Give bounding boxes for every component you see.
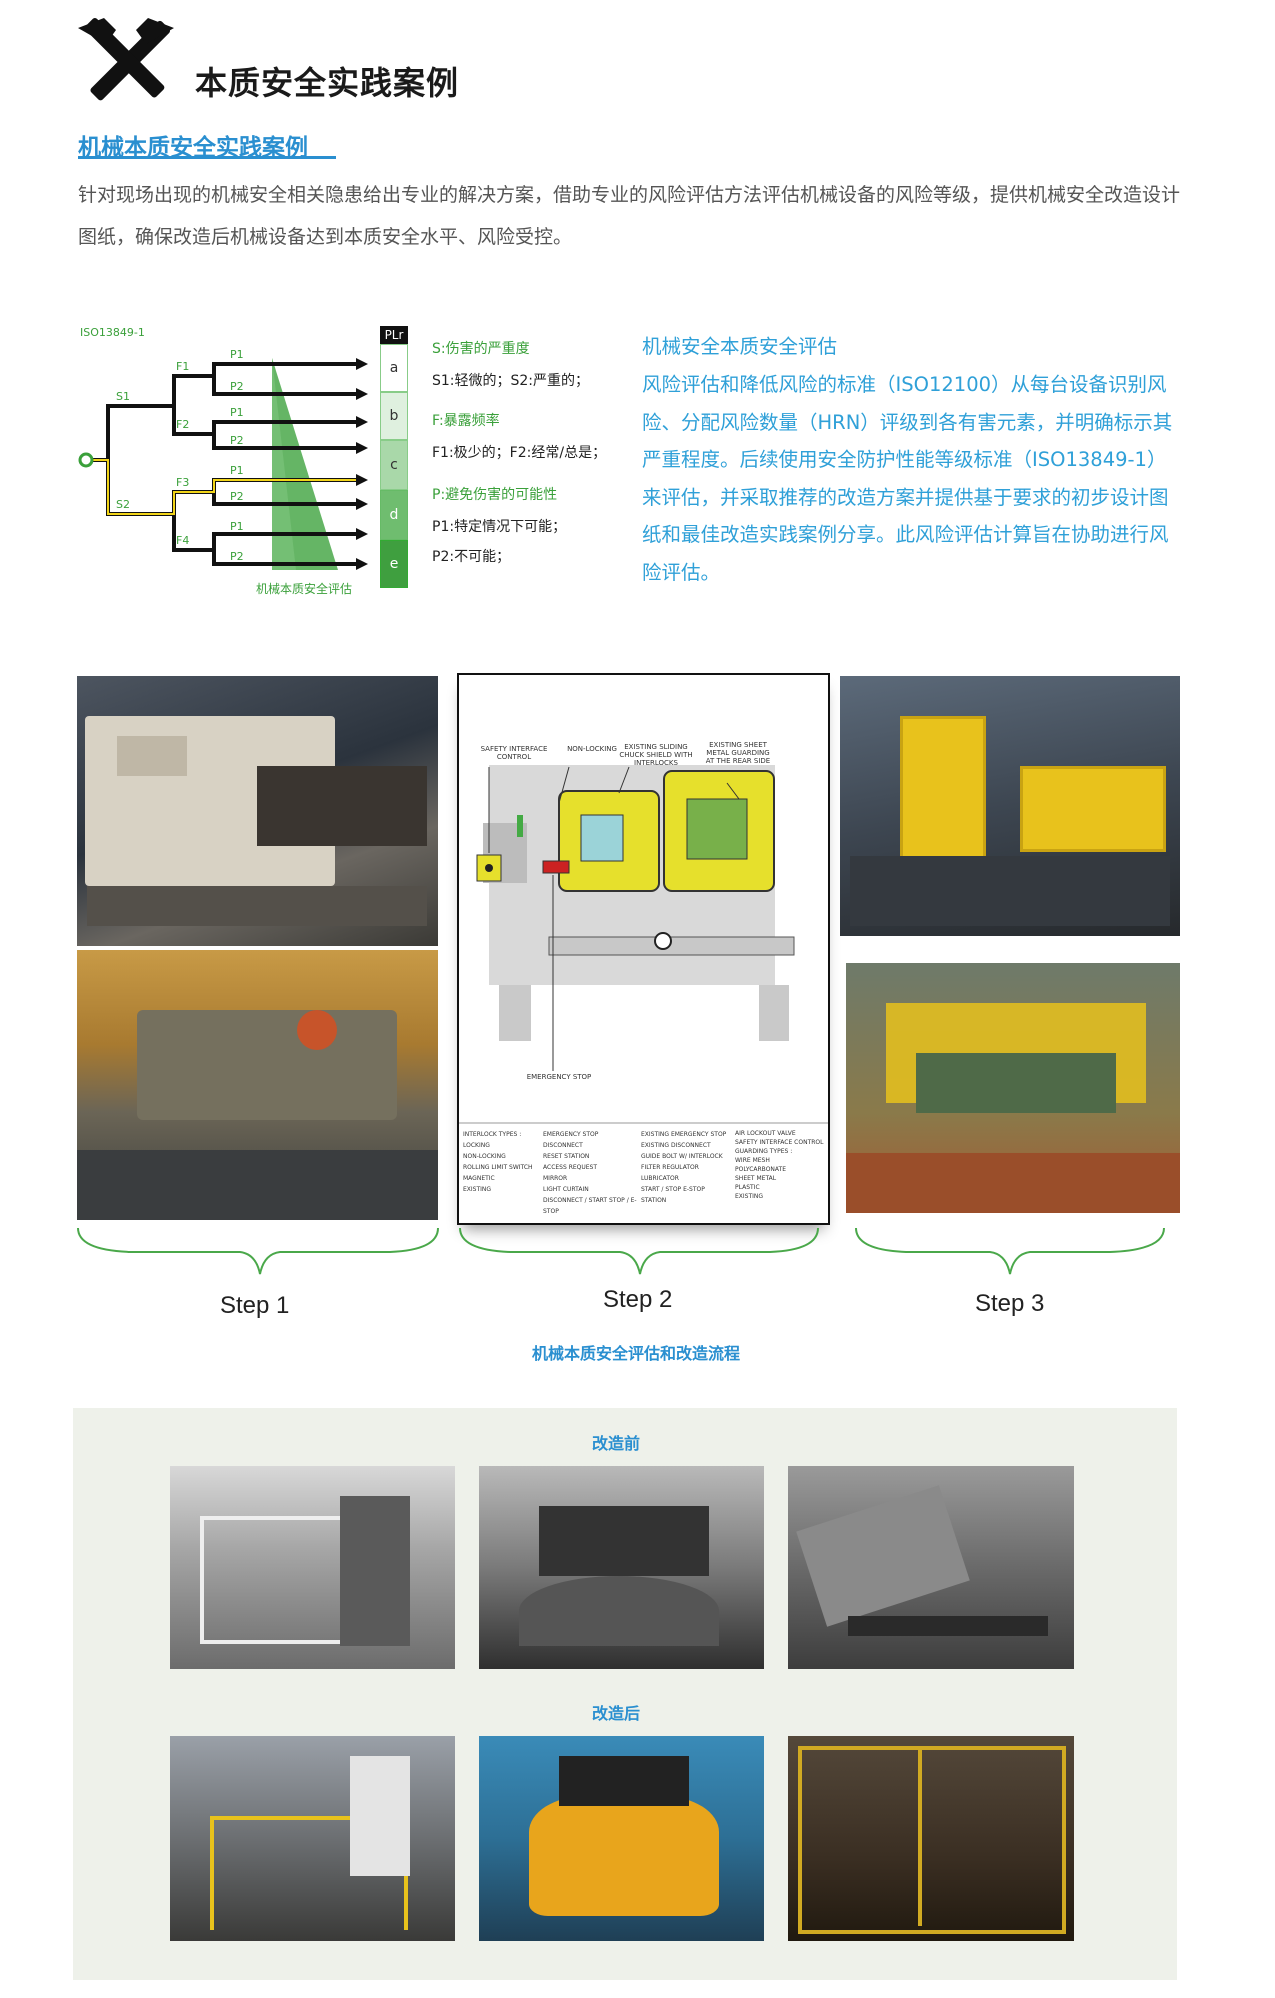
step3-guarded-lathe-photo-bottom xyxy=(846,963,1180,1213)
step3-guarded-lathe-photo-top xyxy=(840,676,1180,936)
p-label: P1 xyxy=(230,348,244,361)
step-2-label: Step 2 xyxy=(603,1286,673,1313)
legend-f-title: F:暴露频率 xyxy=(432,413,500,429)
step2-drawing-frame: SAFETY INTERFACE CONTROL NON-LOCKING EXI… xyxy=(457,673,830,1225)
callout-safety-interface: SAFETY INTERFACE CONTROL xyxy=(480,745,548,761)
p-label: P2 xyxy=(230,380,244,393)
page-title: 本质安全实践案例 xyxy=(195,64,460,102)
step-1-label: Step 1 xyxy=(220,1292,290,1319)
standard-label: ISO13849-1 xyxy=(80,326,145,339)
plr-level-b: b xyxy=(380,392,408,440)
after-photo-1 xyxy=(170,1736,455,1941)
step1-lathe-photo-bottom xyxy=(77,950,438,1220)
drawing-legend-col3: EXISTING EMERGENCY STOP EXISTING DISCONN… xyxy=(641,1131,727,1204)
f2-label: F2 xyxy=(176,418,190,431)
plr-column: PLr a b c d e xyxy=(380,326,408,588)
callout-emergency-stop: EMERGENCY STOP xyxy=(526,1073,592,1081)
callout-sheet-metal: EXISTING SHEET METAL GUARDING AT THE REA… xyxy=(705,741,771,765)
plr-level-e: e xyxy=(380,540,408,588)
process-caption: 机械本质安全评估和改造流程 xyxy=(532,1344,741,1363)
section-underline xyxy=(78,156,336,159)
p-label: P2 xyxy=(230,490,244,503)
p-label: P1 xyxy=(230,406,244,419)
f4-label: F4 xyxy=(176,534,190,547)
after-label: 改造后 xyxy=(592,1704,641,1723)
p-label: P1 xyxy=(230,520,244,533)
before-label: 改造前 xyxy=(592,1434,641,1453)
legend-f-values: F1:极少的；F2:经常/总是； xyxy=(432,445,607,461)
legend-p2: P2:不可能； xyxy=(432,549,511,565)
legend-s-values: S1:轻微的；S2:严重的； xyxy=(432,373,590,389)
callout-non-locking: NON-LOCKING xyxy=(567,745,617,753)
after-photo-3 xyxy=(788,1736,1074,1941)
assessment-body: 风险评估和降低风险的标准（ISO12100）从每台设备识别风险、分配风险数量（H… xyxy=(642,373,1173,584)
p-label: P2 xyxy=(230,550,244,563)
plr-level-a: a xyxy=(380,344,408,392)
drawing-legend-col1: INTERLOCK TYPES : LOCKING NON-LOCKING RO… xyxy=(463,1131,533,1193)
callout-chuck-shield: EXISTING SLIDING CHUCK SHIELD WITH INTER… xyxy=(619,743,693,767)
before-photo-3 xyxy=(788,1466,1074,1669)
legend-s-title: S:伤害的严重度 xyxy=(432,341,530,357)
risk-graph: ISO13849-1 xyxy=(76,318,416,608)
legend-p-title: P:避免伤害的可能性 xyxy=(432,487,558,503)
f3-label: F3 xyxy=(176,476,190,489)
p-label: P1 xyxy=(230,464,244,477)
step-braces xyxy=(77,1228,1165,1275)
step-3-label: Step 3 xyxy=(975,1290,1045,1317)
f1-label: F1 xyxy=(176,360,190,373)
wedge-label: 机械本质安全评估 xyxy=(256,582,353,596)
s1-label: S1 xyxy=(116,390,130,403)
hammer-wrench-icon xyxy=(76,14,176,110)
drawing-legend-col2: EMERGENCY STOP DISCONNECT RESET STATION … xyxy=(543,1131,637,1215)
assessment-title: 机械安全本质安全评估 xyxy=(642,335,838,358)
before-photo-1 xyxy=(170,1466,455,1669)
step1-lathe-photo-top xyxy=(77,676,438,946)
p-label: P2 xyxy=(230,434,244,447)
after-photo-2 xyxy=(479,1736,764,1941)
section-intro: 针对现场出现的机械安全相关隐患给出专业的解决方案，借助专业的风险评估方法评估机械… xyxy=(78,184,1181,248)
legend-p1: P1:特定情况下可能； xyxy=(432,519,567,535)
before-photo-2 xyxy=(479,1466,764,1669)
plr-header: PLr xyxy=(380,326,408,344)
plr-level-d: d xyxy=(380,490,408,540)
plr-level-c: c xyxy=(380,440,408,490)
s2-label: S2 xyxy=(116,498,130,511)
drawing-legend-col4: AIR LOCKOUT VALVE SAFETY INTERFACE CONTR… xyxy=(735,1130,824,1200)
